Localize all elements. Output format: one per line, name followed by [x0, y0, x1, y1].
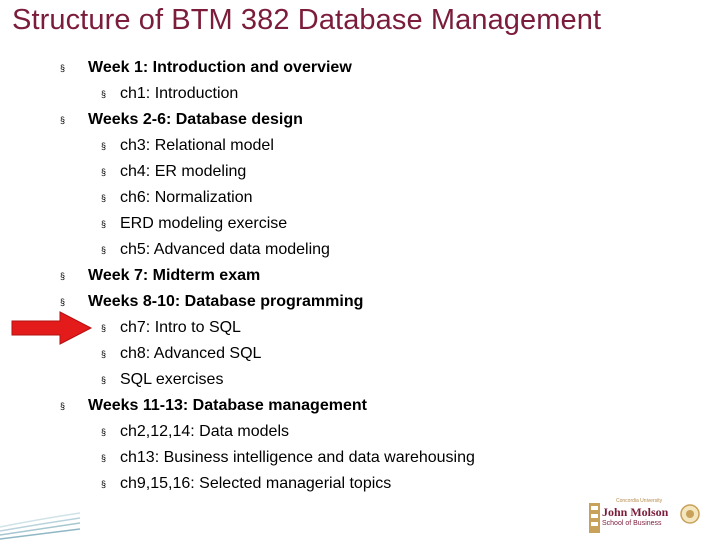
footer-decoration-lines [0, 512, 80, 540]
logo-university-text: Concordia University [616, 498, 663, 504]
bullet-icon: § [101, 375, 107, 385]
outline-subitem-text: ch4: ER modeling [120, 163, 247, 180]
bullet-icon: § [101, 427, 107, 437]
logo-seal-icon [680, 504, 700, 524]
bullet-icon: § [60, 297, 66, 307]
bullet-icon: § [101, 193, 107, 203]
outline-subitem-text: ch6: Normalization [120, 189, 253, 206]
outline-item-text: Weeks 2-6: Database design [88, 111, 303, 128]
bullet-icon: § [60, 63, 66, 73]
bullet-icon: § [101, 453, 107, 463]
outline-subitem-text: ch5: Advanced data modeling [120, 241, 330, 258]
outline-subitem-text: ch2,12,14: Data models [120, 423, 289, 440]
bullet-icon: § [101, 349, 107, 359]
bullet-icon: § [101, 89, 107, 99]
bullet-icon: § [101, 323, 107, 333]
bullet-icon: § [101, 479, 107, 489]
slide-title: Structure of BTM 382 Database Management [12, 4, 602, 36]
logo-name-text: John Molson [602, 505, 669, 519]
outline-subitem-text: ch8: Advanced SQL [120, 345, 262, 362]
bullet-icon: § [101, 219, 107, 229]
outline-subitem-text: SQL exercises [120, 371, 224, 388]
outline-subitem-text: ch1: Introduction [120, 85, 239, 102]
bullet-icon: § [101, 141, 107, 151]
outline-subitem-text: ch13: Business intelligence and data war… [120, 449, 475, 466]
outline-subitem-text: ch7: Intro to SQL [120, 319, 241, 336]
bullet-icon: § [60, 115, 66, 125]
bullet-icon: § [101, 167, 107, 177]
outline-subitem-text: ch3: Relational model [120, 137, 274, 154]
bullet-icon: § [60, 401, 66, 411]
outline-item-text: Weeks 8-10: Database programming [88, 293, 364, 310]
outline-item-text: Weeks 11-13: Database management [88, 397, 367, 414]
logo-school-text: School of Business [602, 520, 662, 527]
john-molson-logo: Concordia University John Molson School … [588, 498, 708, 538]
outline-item-text: Week 1: Introduction and overview [88, 59, 352, 76]
outline-subitem-text: ERD modeling exercise [120, 215, 288, 232]
bullet-icon: § [101, 245, 107, 255]
outline-item-text: Week 7: Midterm exam [88, 267, 261, 284]
bullet-icon: § [60, 271, 66, 281]
outline-subitem-text: ch9,15,16: Selected managerial topics [120, 475, 392, 492]
logo-emblem-icon [589, 503, 600, 533]
